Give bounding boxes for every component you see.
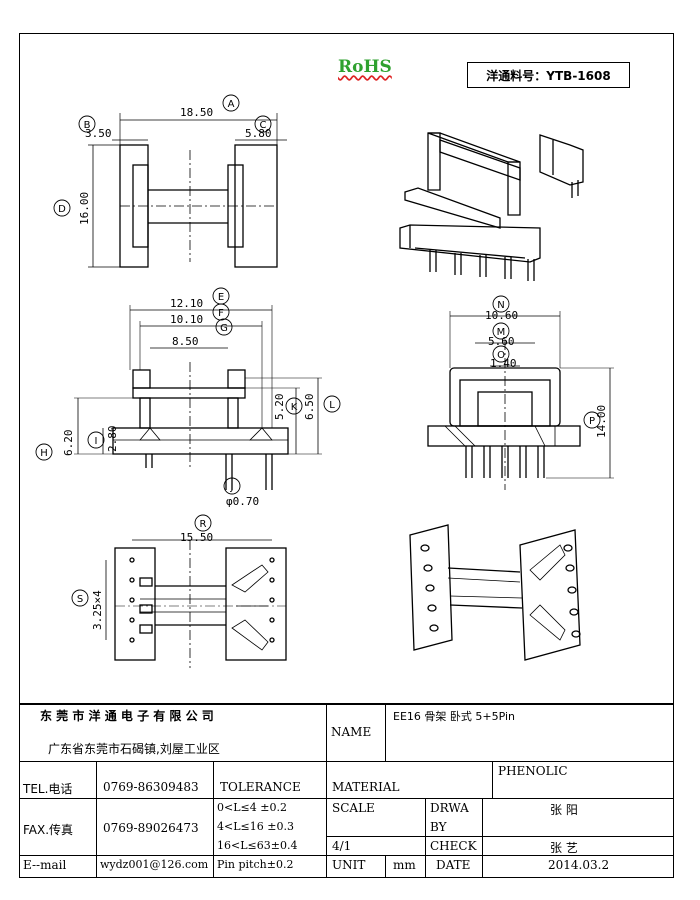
email-value: wydz001@126.com bbox=[100, 858, 209, 871]
dim-K: 5.20 bbox=[273, 394, 286, 421]
label-G: G bbox=[220, 323, 228, 334]
label-R: R bbox=[200, 519, 207, 530]
name-value: EE16 骨架 卧式 5+5Pin bbox=[393, 710, 516, 723]
dim-C: 5.80 bbox=[245, 127, 272, 140]
part-number-box: 洋通料号：YTB-1608 bbox=[467, 62, 630, 88]
date-label: DATE bbox=[436, 858, 471, 872]
dim-A: 18.50 bbox=[180, 106, 213, 119]
label-H: H bbox=[40, 448, 48, 459]
isometric-view-bottom bbox=[409, 524, 581, 661]
dim-E: 12.10 bbox=[170, 297, 203, 310]
label-P: P bbox=[589, 416, 595, 427]
label-L: L bbox=[329, 400, 335, 411]
fax-value: 0769-89026473 bbox=[103, 821, 199, 835]
dim-H: 6.20 bbox=[62, 430, 75, 457]
unit-label: UNIT bbox=[332, 858, 366, 872]
label-I: I bbox=[95, 436, 98, 447]
tel-value: 0769-86309483 bbox=[103, 780, 199, 794]
dim-S: 3.25×4 bbox=[91, 590, 104, 630]
check-value: 张 艺 bbox=[550, 841, 578, 855]
unit-value: mm bbox=[393, 858, 416, 872]
tel-label: TEL.电话 bbox=[23, 782, 73, 796]
dim-M: 5.60 bbox=[488, 335, 515, 348]
name-label: NAME bbox=[331, 725, 372, 739]
drawn-label: DRWA bbox=[430, 801, 469, 815]
label-J: J bbox=[230, 482, 234, 493]
label-N: N bbox=[497, 300, 504, 311]
rohs-mark: RoHS bbox=[338, 57, 392, 77]
drawn-value: 张 阳 bbox=[550, 803, 578, 817]
dim-I: 2.80 bbox=[106, 426, 119, 453]
dim-R: 15.50 bbox=[180, 531, 213, 544]
label-F: F bbox=[218, 308, 224, 319]
isometric-view-top bbox=[399, 132, 584, 281]
label-S: S bbox=[77, 594, 83, 605]
dim-J: φ0.70 bbox=[226, 495, 259, 508]
side-view bbox=[427, 311, 614, 490]
bottom-view bbox=[105, 539, 287, 668]
dim-D: 16.00 bbox=[78, 192, 91, 225]
drawn-label-by: BY bbox=[430, 820, 447, 834]
tolerance-row-1: 0<L≤4 ±0.2 bbox=[217, 801, 287, 814]
label-E: E bbox=[218, 292, 224, 303]
top-view bbox=[88, 113, 287, 268]
label-K: K bbox=[291, 402, 298, 413]
label-C: C bbox=[260, 120, 267, 131]
fax-label: FAX.传真 bbox=[23, 823, 74, 837]
dim-L: 6.50 bbox=[303, 394, 316, 421]
label-O: O bbox=[497, 350, 505, 361]
email-label: E--mail bbox=[23, 858, 67, 872]
front-view bbox=[74, 305, 322, 490]
scale-label: SCALE bbox=[332, 801, 375, 815]
label-A: A bbox=[228, 99, 235, 110]
tolerance-row-4: Pin pitch±0.2 bbox=[217, 858, 294, 871]
dim-F: 10.10 bbox=[170, 313, 203, 326]
material-value: PHENOLIC bbox=[498, 764, 568, 778]
dim-P: 14.00 bbox=[595, 405, 608, 438]
date-value: 2014.03.2 bbox=[548, 858, 610, 872]
label-M: M bbox=[497, 327, 506, 338]
company-name: 东 莞 市 洋 通 电 子 有 限 公 司 bbox=[40, 709, 214, 723]
tolerance-row-3: 16<L≤63±0.4 bbox=[217, 839, 298, 852]
dim-G: 8.50 bbox=[172, 335, 199, 348]
dim-N: 10.60 bbox=[485, 309, 518, 322]
scale-value: 4/1 bbox=[332, 839, 352, 853]
company-address: 广东省东莞市石碣镇,刘屋工业区 bbox=[48, 742, 220, 756]
tolerance-label: TOLERANCE bbox=[220, 780, 301, 794]
tolerance-row-2: 4<L≤16 ±0.3 bbox=[217, 820, 294, 833]
label-D: D bbox=[58, 204, 66, 215]
label-B: B bbox=[84, 120, 91, 131]
material-label: MATERIAL bbox=[332, 780, 400, 794]
drawing-sheet-border bbox=[19, 33, 674, 878]
check-label: CHECK bbox=[430, 839, 477, 853]
